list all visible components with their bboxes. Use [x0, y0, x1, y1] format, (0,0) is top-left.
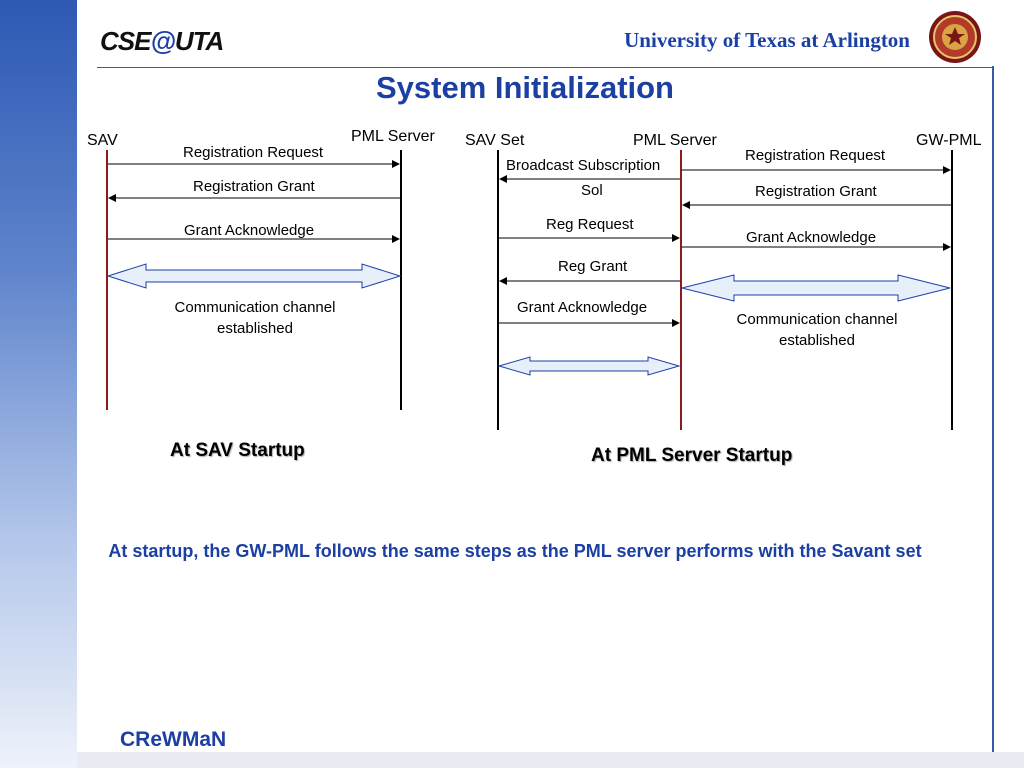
- msg-broadcast-subscription: Broadcast Subscription: [506, 157, 661, 174]
- left-msg-grant-acknowledge: Grant Acknowledge: [184, 222, 315, 239]
- msg-gw-grant-acknowledge: Grant Acknowledge: [746, 229, 877, 246]
- msg-gw-registration-request: Registration Request: [745, 147, 886, 164]
- left-msg-registration-grant: Registration Grant: [193, 178, 315, 195]
- left-channel-label-1: Communication channel: [174, 299, 336, 316]
- right-rule: [992, 66, 994, 752]
- bottom-strip: [77, 752, 1024, 768]
- university-seal-icon: [929, 11, 981, 63]
- cse-uta-logo: CSE@UTA: [100, 26, 224, 56]
- right-channel-label-2: established: [779, 332, 855, 349]
- left-msg-registration-request: Registration Request: [183, 144, 324, 161]
- slide-title: System Initialization: [375, 70, 674, 105]
- left-channel-label-2: established: [217, 320, 293, 337]
- msg-reg-grant: Reg Grant: [558, 258, 628, 275]
- left-channel-arrow: [106, 263, 402, 289]
- left-server-label: PML Server: [351, 128, 435, 145]
- right-channel-label-1: Communication channel: [736, 311, 898, 328]
- right-server-label: PML Server: [633, 132, 717, 149]
- msg-gw-registration-grant: Registration Grant: [755, 183, 877, 200]
- gw-label: GW-PML: [916, 132, 982, 149]
- gw-channel-arrow: [681, 274, 951, 302]
- footer-crewman: CReWMaN: [120, 728, 227, 751]
- university-name: University of Texas at Arlington: [624, 28, 910, 52]
- left-caption: At SAV Startup: [170, 440, 305, 461]
- sav-label: SAV: [87, 132, 118, 149]
- slide-note: At startup, the GW-PML follows the same …: [108, 541, 922, 561]
- msg-sol: Sol: [581, 182, 603, 199]
- header-rule: [97, 67, 994, 68]
- sidebar-gradient: [0, 0, 77, 768]
- savset-label: SAV Set: [465, 132, 525, 149]
- msg-grant-acknowledge-savset: Grant Acknowledge: [517, 299, 648, 316]
- msg-reg-request: Reg Request: [546, 216, 634, 233]
- right-caption: At PML Server Startup: [591, 445, 793, 466]
- savset-channel-arrow: [497, 356, 681, 376]
